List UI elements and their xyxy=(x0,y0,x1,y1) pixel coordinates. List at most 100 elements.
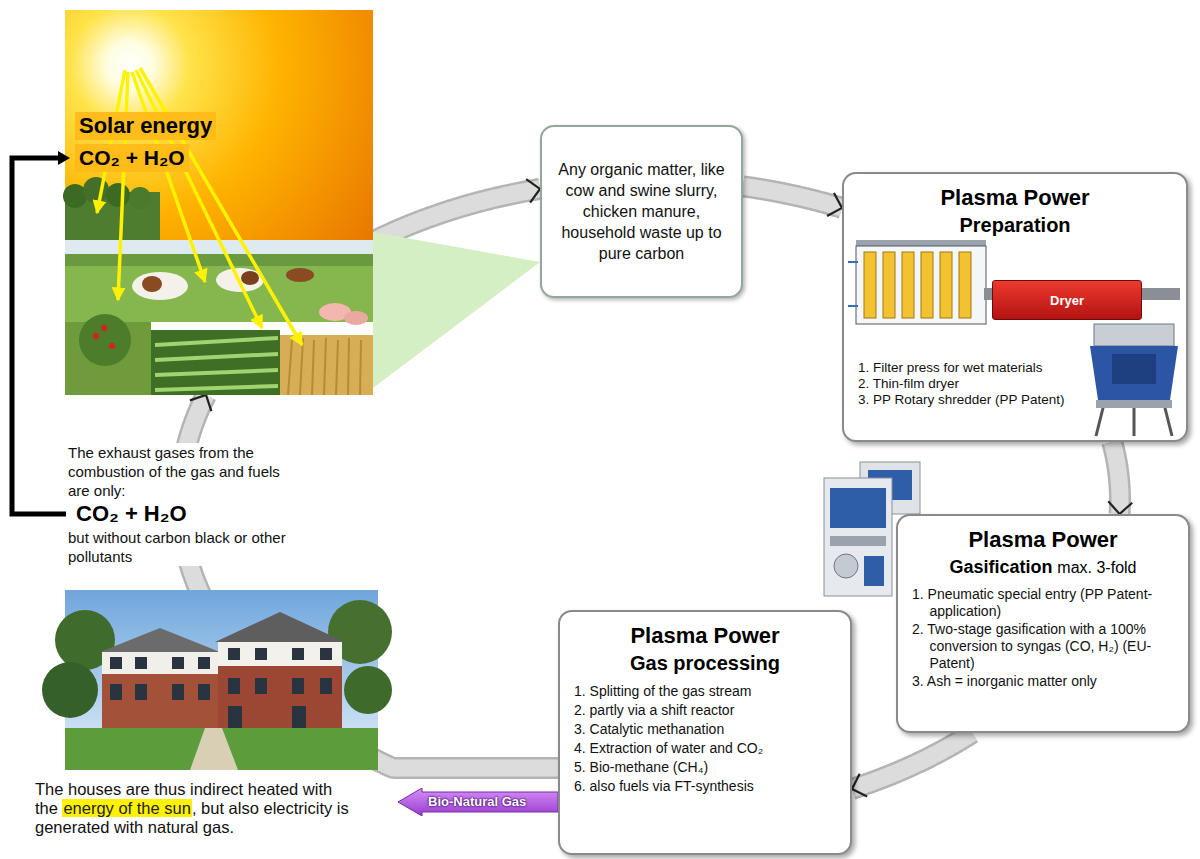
list-item: 6. also fuels via FT-synthesis xyxy=(574,777,836,796)
houses-photo xyxy=(42,590,392,770)
gasifier-machines xyxy=(834,554,858,578)
box-heading: Gas processing xyxy=(574,650,836,676)
spacer xyxy=(912,581,1174,585)
solar-picture xyxy=(97,68,302,345)
cycle-arrow-outline xyxy=(1112,442,1120,514)
houses-photo xyxy=(218,642,342,732)
solar-picture xyxy=(101,325,107,331)
process-box: Plasma PowerGasificationmax. 3-fold1. Pn… xyxy=(896,514,1190,733)
list-item: 3. PP Rotary shredder (PP Patent) xyxy=(858,392,1095,408)
houses-photo xyxy=(65,590,378,770)
dryer-box: Dryer xyxy=(992,280,1142,320)
solar-picture xyxy=(109,343,115,349)
arrow-label: Bio-Natural Gas xyxy=(398,788,558,816)
houses-photo xyxy=(198,657,210,669)
machine-pictures xyxy=(902,252,914,318)
houses-photo xyxy=(320,678,332,694)
solar-picture xyxy=(140,68,302,345)
formula-text: CO₂ + H₂O xyxy=(68,500,300,528)
list-item: 3. Catalytic methanation xyxy=(574,720,836,739)
solar-picture xyxy=(286,268,314,282)
box-text: Any organic matter, like cow and swine s… xyxy=(552,159,731,264)
houses-photo xyxy=(135,684,147,700)
houses-photo xyxy=(110,684,122,700)
machine-pictures xyxy=(940,252,952,318)
gasifier-machines xyxy=(864,556,884,586)
solar-picture xyxy=(118,72,128,300)
houses-photo xyxy=(102,652,218,674)
houses-photo xyxy=(228,706,242,728)
box-heading: Preparation xyxy=(858,212,1172,238)
houses-photo xyxy=(65,728,378,770)
solar-picture xyxy=(142,276,162,292)
list-item: 5. Bio-methane (CH₄) xyxy=(574,758,836,777)
cycle-arrow-outline xyxy=(852,733,972,789)
solar-picture xyxy=(155,338,278,390)
solar-picture xyxy=(83,177,109,203)
houses-photo xyxy=(320,648,332,660)
process-box: Plasma PowerGas processing1. Splitting o… xyxy=(558,610,852,855)
gasifier-machines xyxy=(830,488,886,528)
solar-picture xyxy=(136,70,262,328)
cycle-arrow xyxy=(743,186,842,208)
solar-picture xyxy=(288,338,361,395)
box-subheading: max. 3-fold xyxy=(1057,559,1136,576)
solar-picture xyxy=(79,314,131,366)
note-text: but without carbon black or other pollut… xyxy=(68,528,300,566)
list-item: 2. Thin-film dryer xyxy=(858,376,1095,392)
picture-box: Solar energyCO₂ + H₂O xyxy=(65,10,373,395)
solar-picture xyxy=(65,254,373,268)
houses-photo xyxy=(172,684,184,700)
houses-photo xyxy=(255,648,267,660)
formula-text: CO₂ + H₂O xyxy=(75,144,189,172)
cycle-arrow xyxy=(852,733,972,789)
input-box: Any organic matter, like cow and swine s… xyxy=(540,125,743,298)
note-text: The exhaust gases from the combustion of… xyxy=(68,443,300,500)
solar-picture xyxy=(106,183,130,207)
houses-photo xyxy=(135,657,147,669)
list-item: 2. partly via a shift reactor xyxy=(574,701,836,720)
caption-block: The houses are thus indirect heated with… xyxy=(35,780,393,837)
houses-photo xyxy=(292,678,304,694)
machine-pictures xyxy=(959,252,971,318)
picture-heading: Solar energy xyxy=(75,112,216,140)
machine-label: Dryer xyxy=(1050,293,1084,308)
houses-photo xyxy=(215,612,345,642)
houses-photo xyxy=(292,706,306,728)
cycle-arrow-outline xyxy=(373,189,540,242)
box-title: Plasma Power xyxy=(912,526,1174,554)
machine-pictures xyxy=(1094,324,1174,346)
list-item: 4. Extraction of water and CO₂ xyxy=(574,739,836,758)
houses-photo xyxy=(344,666,392,714)
machine-pictures xyxy=(1096,400,1172,408)
box-heading: Gasification xyxy=(950,557,1053,577)
list-item: 1. Pneumatic special entry (PP Patent-ap… xyxy=(912,586,1174,620)
solar-picture xyxy=(344,311,368,325)
houses-photo xyxy=(42,662,98,718)
solar-picture xyxy=(93,333,99,339)
machine-pictures xyxy=(921,252,933,318)
feedback-arrow xyxy=(12,158,66,514)
gasifier-machines xyxy=(830,536,886,546)
text-row: Gasificationmax. 3-fold xyxy=(912,554,1174,581)
solar-picture xyxy=(65,10,373,242)
solar-picture xyxy=(63,10,373,395)
highlighted-text: energy of the sun xyxy=(62,799,192,817)
machine-pictures xyxy=(848,262,858,306)
solar-picture xyxy=(129,187,151,209)
houses-photo xyxy=(218,642,342,666)
houses-photo xyxy=(190,728,238,770)
machine-pictures xyxy=(1096,396,1172,436)
machine-pictures xyxy=(856,246,986,324)
houses-photo xyxy=(172,657,184,669)
machine-pictures xyxy=(856,240,986,246)
machine-pictures xyxy=(864,252,876,318)
solar-picture xyxy=(65,266,373,322)
machine-pictures xyxy=(1090,346,1178,400)
flow-arrow: Bio-Natural Gas xyxy=(398,788,558,816)
solar-picture xyxy=(132,272,188,300)
pointer-triangle xyxy=(373,232,540,388)
solar-picture xyxy=(151,330,280,395)
list-item: 1. Splitting of the gas stream xyxy=(574,682,836,701)
